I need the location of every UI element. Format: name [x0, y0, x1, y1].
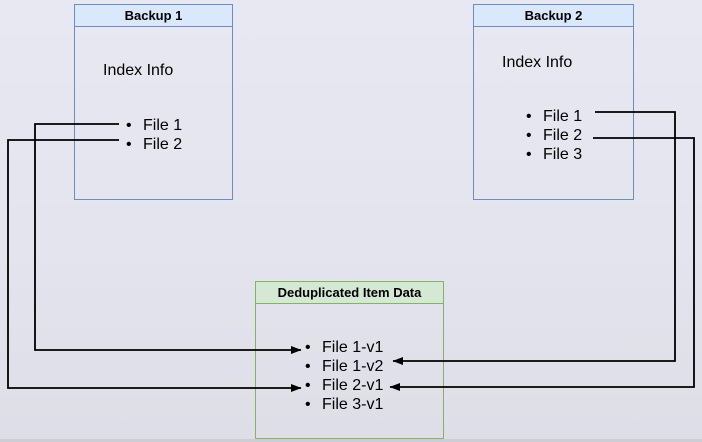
list-item: File 3 — [526, 145, 582, 164]
backup1-title: Backup 1 — [124, 8, 183, 23]
list-item: File 2 — [126, 135, 182, 154]
backup1-box: Backup 1 Index Info File 1File 2 — [74, 4, 233, 200]
list-item: File 2 — [526, 126, 582, 145]
dedup-item-list: File 1-v1File 1-v2File 2-v1File 3-v1 — [305, 338, 383, 414]
list-item: File 1-v2 — [305, 357, 383, 376]
backup2-header: Backup 2 — [474, 5, 633, 27]
backup2-file-list: File 1File 2File 3 — [526, 107, 582, 164]
list-item: File 3-v1 — [305, 395, 383, 414]
backup2-box: Backup 2 Index Info File 1File 2File 3 — [473, 4, 634, 200]
dedup-header: Deduplicated Item Data — [256, 282, 443, 304]
dedup-title: Deduplicated Item Data — [277, 285, 422, 300]
backup2-title: Backup 2 — [524, 8, 583, 23]
list-item: File 2-v1 — [305, 376, 383, 395]
list-item: File 1 — [126, 116, 182, 135]
list-item: File 1 — [526, 107, 582, 126]
list-item: File 1-v1 — [305, 338, 383, 357]
backup1-header: Backup 1 — [75, 5, 232, 27]
backup1-index-info-label: Index Info — [103, 62, 174, 79]
canvas-bottom-edge — [0, 439, 702, 442]
deduplicated-item-data-box: Deduplicated Item Data File 1-v1File 1-v… — [255, 281, 444, 439]
backup2-index-info-label: Index Info — [502, 54, 573, 71]
backup1-file-list: File 1File 2 — [126, 116, 182, 154]
